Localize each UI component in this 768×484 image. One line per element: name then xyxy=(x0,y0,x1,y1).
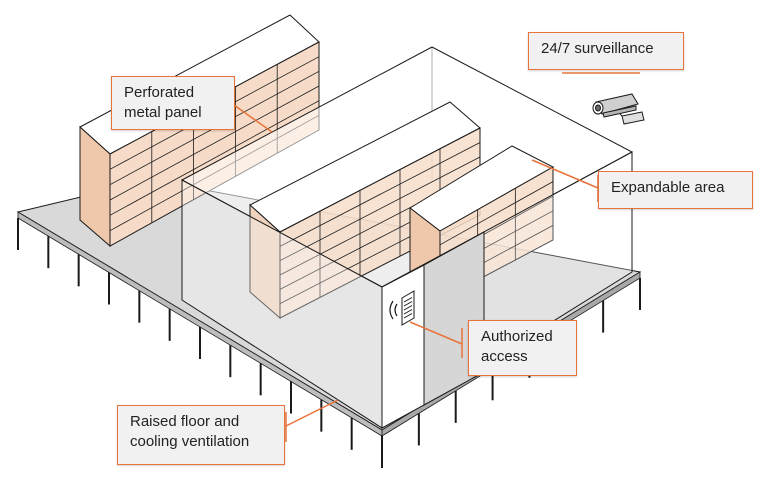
callout-perforated-line1: Perforated xyxy=(124,84,195,101)
leader-raised-floor xyxy=(285,399,339,427)
callout-authorized-line1: Authorized xyxy=(481,328,553,345)
callout-authorized-access: Authorized access xyxy=(468,320,577,376)
access-keypad-icon xyxy=(401,290,415,326)
callout-expandable-line1: Expandable area xyxy=(611,179,725,196)
wireless-signal-icon xyxy=(389,300,398,320)
callout-raised-floor-line1: Raised floor and xyxy=(130,413,240,430)
callout-raised-floor-line2: cooling ventilation xyxy=(130,433,250,450)
leader-expandable xyxy=(531,159,599,189)
shelf-line xyxy=(439,181,554,246)
callout-perforated-panel: Perforated metal panel xyxy=(111,76,235,130)
room-corner-solid xyxy=(381,264,425,429)
callout-raised-floor: Raised floor and cooling ventilation xyxy=(117,405,285,465)
callout-authorized-line2: access xyxy=(481,348,528,365)
callout-surveillance-line1: 24/7 surveillance xyxy=(541,40,654,57)
security-camera-icon xyxy=(592,93,645,125)
center-shelving-row xyxy=(249,101,481,320)
leader-authorized xyxy=(409,321,463,345)
shelf-line xyxy=(279,156,481,262)
callout-perforated-line2: metal panel xyxy=(124,104,202,121)
shelf-line xyxy=(109,85,320,201)
shelf-line xyxy=(279,142,481,247)
leader-perforated xyxy=(233,104,273,133)
callout-expandable-area: Expandable area xyxy=(598,171,753,209)
callout-surveillance: 24/7 surveillance xyxy=(528,32,684,70)
shelf-line xyxy=(109,100,320,216)
